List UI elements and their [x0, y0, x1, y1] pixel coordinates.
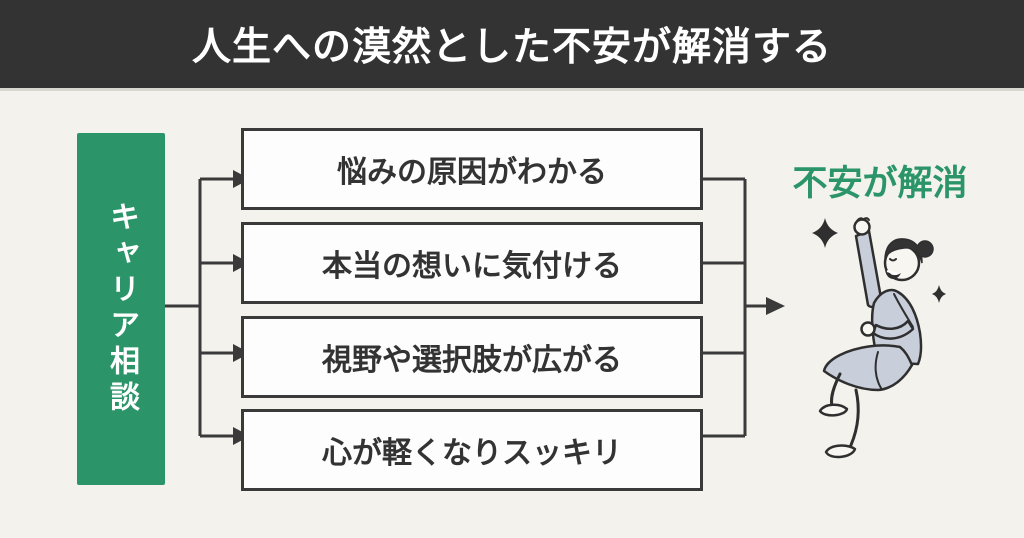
bent-arm	[871, 319, 915, 340]
benefit-label: 本当の想いに気付ける	[322, 250, 622, 283]
eye	[889, 258, 897, 262]
skirt	[822, 344, 914, 392]
shoe	[824, 444, 857, 459]
benefit-box-2: 本当の想いに気付ける	[241, 222, 703, 304]
right-connectors	[703, 177, 785, 438]
career-consultation-box: キャリア相談	[77, 133, 165, 485]
waist-fist	[860, 321, 876, 337]
benefit-box-4: 心が軽くなりスッキリ	[241, 409, 703, 491]
benefit-label: 悩みの原因がわかる	[337, 156, 607, 189]
hair-bun-icon	[916, 240, 934, 258]
smiling-mouth	[885, 270, 901, 280]
celebrating-woman-illustration	[812, 217, 946, 459]
left-connectors	[165, 170, 250, 445]
benefit-label: 心が軽くなりスッキリ	[322, 437, 622, 470]
hair	[884, 238, 923, 264]
raised-arm	[854, 229, 883, 309]
page-title: 人生への漠然とした不安が解消する	[191, 26, 832, 69]
sparkle-icon	[932, 285, 946, 303]
sparkle-icon	[812, 218, 838, 248]
benefit-label: 視野や選択肢が広がる	[322, 344, 622, 377]
career-consultation-label: キャリア相談	[105, 201, 138, 417]
title-bar: 人生への漠然とした不安が解消する	[0, 0, 1024, 88]
benefit-box-3: 視野や選択肢が広がる	[241, 316, 703, 398]
result-label: 不安が解消	[792, 164, 968, 203]
standing-leg	[849, 388, 860, 447]
benefit-box-1: 悩みの原因がわかる	[241, 128, 703, 210]
shoe	[818, 403, 849, 417]
woman-figure	[818, 217, 934, 459]
